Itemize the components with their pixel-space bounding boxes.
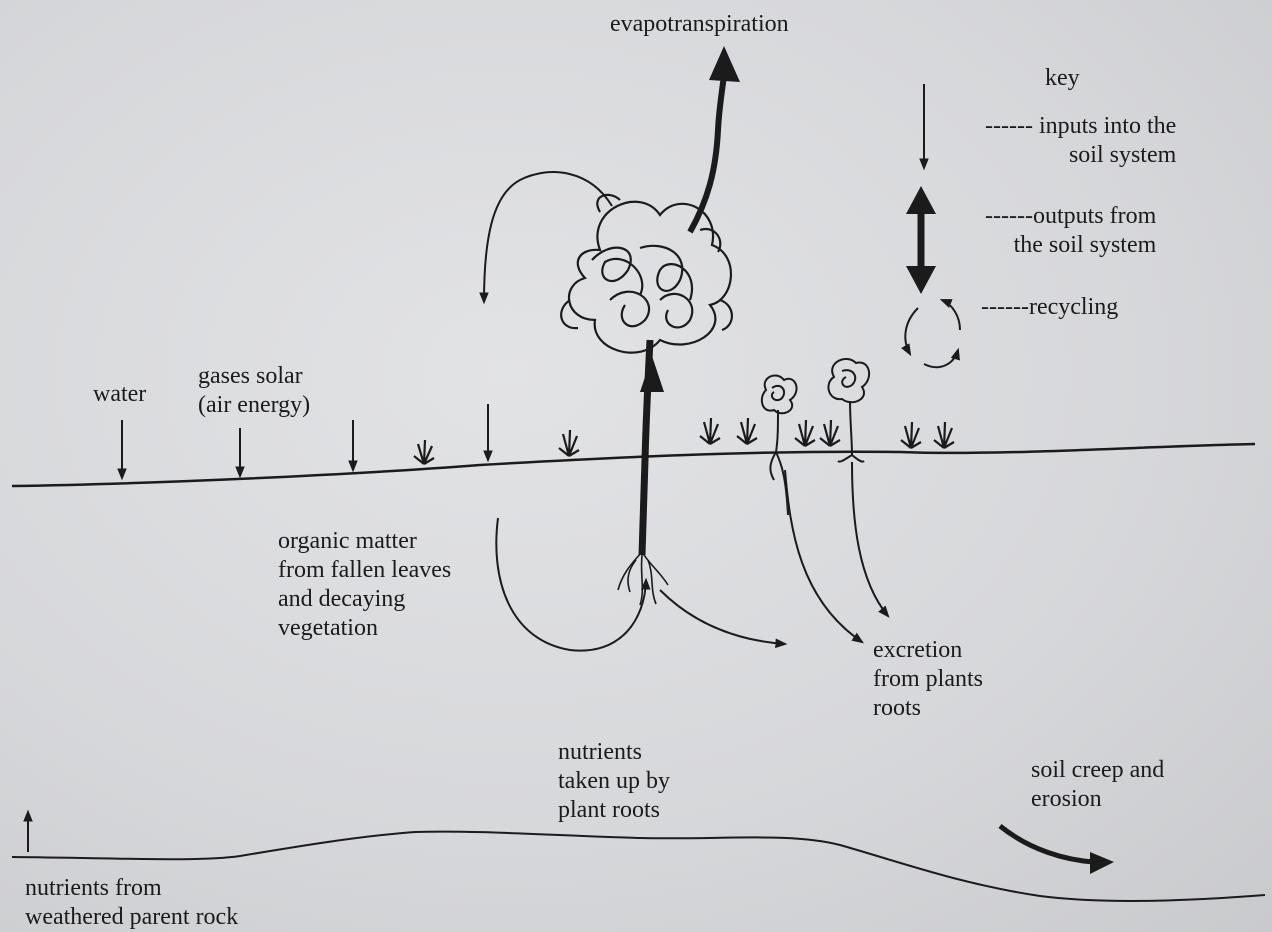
ground-surface-line <box>12 444 1255 486</box>
weathered-rock-line-2: weathered parent rock <box>25 903 238 932</box>
organic-matter-line-3: and decaying <box>278 585 451 614</box>
grass-tufts <box>414 418 954 464</box>
key-inputs-line-1: ------ inputs into the <box>985 112 1176 141</box>
excretion-line-3: roots <box>873 694 983 723</box>
gases-label-line-1: gases solar <box>198 362 310 391</box>
organic-matter-line-4: vegetation <box>278 614 451 643</box>
gases-label-line-2: (air energy) <box>198 391 310 420</box>
excretion-line-1: excretion <box>873 636 983 665</box>
key-recycling-icon <box>905 300 960 367</box>
excretion-arrow-plant-1 <box>785 470 862 642</box>
nutrients-uptake-line-2: taken up by <box>558 767 670 796</box>
soil-creep-arrow <box>1000 826 1094 862</box>
gases-solar-label: gases solar (air energy) <box>198 362 310 420</box>
organic-matter-line-2: from fallen leaves <box>278 556 451 585</box>
key-inputs-label: ------ inputs into the soil system <box>985 112 1176 170</box>
key-title: key <box>1045 64 1080 93</box>
organic-matter-label: organic matter from fallen leaves and de… <box>278 527 451 643</box>
leaf-fall-arrow <box>484 172 612 302</box>
excretion-arrow-plant-2 <box>852 462 888 616</box>
organic-matter-line-1: organic matter <box>278 527 451 556</box>
evapotranspiration-arrowhead <box>709 46 740 82</box>
weathered-rock-line-1: nutrients from <box>25 874 238 903</box>
key-inputs-line-2: soil system <box>985 141 1176 170</box>
key-outputs-label: ------outputs from the soil system <box>985 202 1156 260</box>
weathered-rock-label: nutrients from weathered parent rock <box>25 874 238 932</box>
excretion-arrow-tree <box>660 590 785 644</box>
evapotranspiration-label: evapotranspiration <box>610 10 789 39</box>
nutrients-uptake-line-3: plant roots <box>558 796 670 825</box>
excretion-label: excretion from plants roots <box>873 636 983 723</box>
soil-creep-arrowhead <box>1090 852 1114 874</box>
organic-matter-recycle-arrow <box>496 518 646 651</box>
soil-creep-label: soil creep and erosion <box>1031 756 1164 814</box>
key-output-arrow-icon <box>906 186 936 294</box>
key-outputs-line-2: the soil system <box>985 231 1156 260</box>
water-label: water <box>93 380 146 409</box>
small-plant-1 <box>762 375 797 515</box>
excretion-line-2: from plants <box>873 665 983 694</box>
small-plant-2 <box>828 359 869 462</box>
soil-creep-line-2: erosion <box>1031 785 1164 814</box>
trunk-upward-arrowhead <box>640 356 664 392</box>
nutrients-uptake-label: nutrients taken up by plant roots <box>558 738 670 825</box>
nutrients-uptake-line-1: nutrients <box>558 738 670 767</box>
key-outputs-line-1: ------outputs from <box>985 202 1156 231</box>
tree-roots <box>618 552 668 605</box>
evapotranspiration-arrow <box>690 76 724 232</box>
soil-creep-line-1: soil creep and <box>1031 756 1164 785</box>
key-recycling-label: ------recycling <box>981 293 1118 322</box>
tree-crown <box>561 195 732 353</box>
